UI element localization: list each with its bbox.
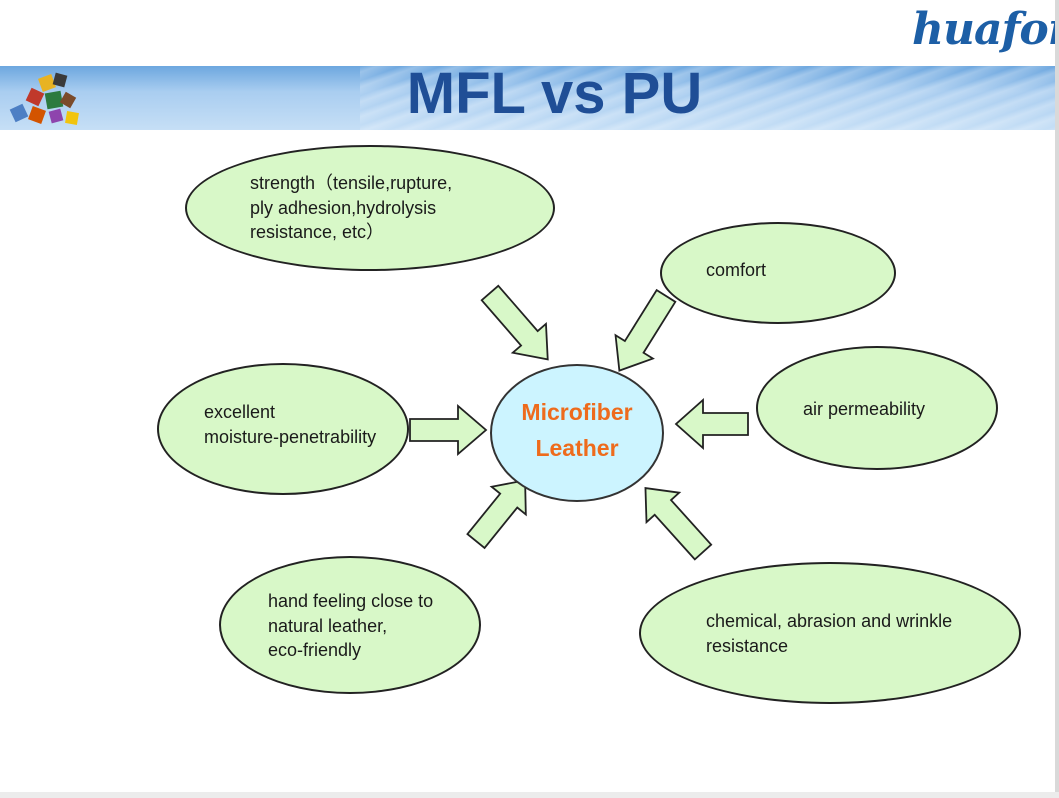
arrow-from-comfort: [614, 288, 677, 372]
center-node-label: Microfiber Leather: [521, 399, 633, 461]
node-moisture: [157, 363, 409, 495]
node-strength-label: strength（tensile,rupture, ply adhesion,h…: [250, 173, 453, 242]
node-moisture-label: excellent moisture-penetrability: [204, 402, 377, 447]
node-chemical: [639, 562, 1021, 704]
node-chemical-label: chemical, abrasion and wrinkle resistanc…: [706, 611, 953, 656]
arrow-from-chemical: [644, 487, 713, 561]
colored-cubes-icon: [9, 72, 79, 125]
node-comfort: [660, 222, 896, 324]
huafon-logo: huafon: [912, 4, 1059, 55]
arrow-from-air: [674, 397, 749, 451]
arrow-from-moisture: [409, 404, 488, 456]
arrow-from-hand: [466, 479, 527, 550]
node-comfort-label: comfort: [706, 260, 767, 280]
node-air: [756, 346, 998, 470]
node-hand-label: hand feeling close to natural leather, e…: [268, 591, 434, 660]
center-node: [490, 364, 664, 502]
title-banner: [0, 66, 1059, 130]
node-strength: [185, 145, 555, 271]
node-air-label: air permeability: [803, 399, 926, 419]
node-hand: [219, 556, 481, 694]
slide-title: MFL vs PU: [406, 61, 703, 126]
arrow-from-strength: [480, 284, 549, 361]
